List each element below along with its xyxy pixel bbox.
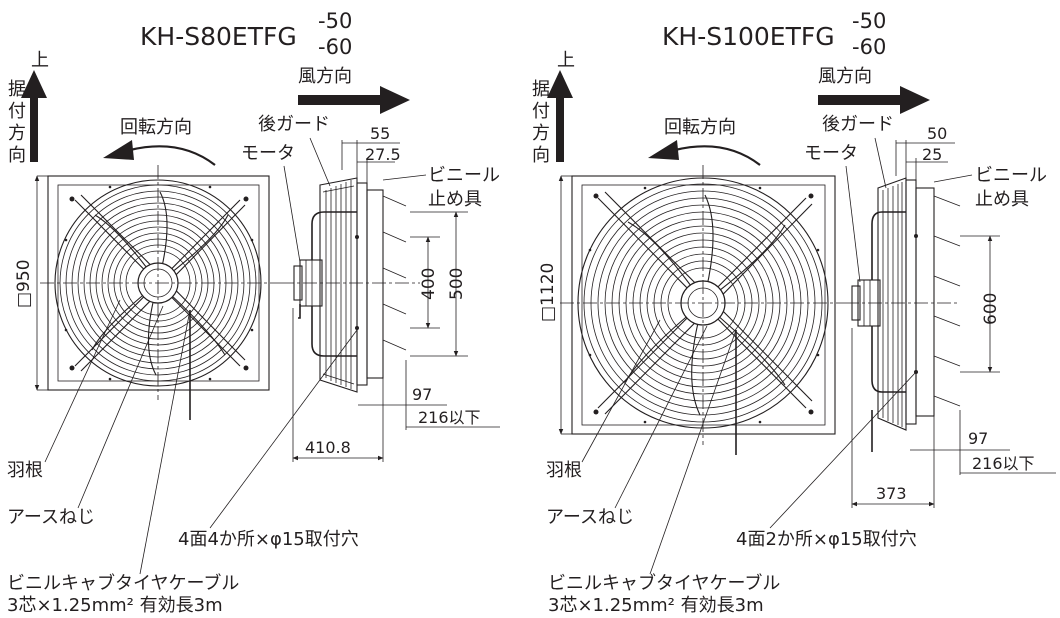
- left-wind-label: 風方向: [298, 66, 352, 87]
- left-rotation-label: 回転方向: [120, 117, 192, 138]
- right-rotation-arrow: [674, 145, 761, 166]
- left-motor-label: モータ: [241, 143, 295, 164]
- left-dim-950: □950: [14, 259, 34, 308]
- right-wind-label: 風方向: [818, 66, 872, 87]
- right-dim-97: 97: [968, 429, 988, 448]
- right-dim-25: 25: [922, 145, 942, 164]
- left-earth-screw-label: アースねじ: [7, 507, 95, 528]
- left-mount-dir-3: 方: [8, 123, 26, 144]
- right-panel-bolts: [588, 186, 820, 424]
- right-wind-arrow: [818, 86, 930, 114]
- left-dim-400: 400: [419, 268, 439, 300]
- left-rear-guard-label: 後ガード: [258, 114, 330, 135]
- left-panel-bolts: [64, 185, 254, 381]
- right-vinyl-clip-1: ビニール: [975, 165, 1047, 186]
- right-blade-label: 羽根: [546, 460, 582, 481]
- right-motor-label: モータ: [804, 143, 858, 164]
- right-drawing: KH-S100ETFG -50 -60 上 据 付 方 向 風方向 回転方向: [532, 9, 1056, 616]
- right-mount-dir-3: 方: [532, 123, 550, 144]
- left-mount-dir-1: 据: [8, 79, 26, 100]
- left-variant-top: -50: [318, 9, 352, 33]
- right-mount-holes-label: 4面2か所×φ15取付穴: [736, 529, 917, 550]
- right-rotation-label: 回転方向: [664, 117, 736, 138]
- right-up-label: 上: [557, 50, 575, 71]
- left-blade-label: 羽根: [7, 460, 43, 481]
- left-mount-dir-2: 付: [8, 101, 26, 122]
- right-dim-50: 50: [927, 124, 947, 143]
- left-rotation-arrow: [129, 145, 216, 166]
- right-dim-373: 373: [876, 484, 907, 503]
- right-mount-dir-2: 付: [532, 101, 550, 122]
- left-cable-label-1: ビニルキャブタイヤケーブル: [7, 572, 239, 594]
- left-mount-holes-label: 4面4か所×φ15取付穴: [178, 529, 359, 550]
- right-side-view: [845, 177, 961, 452]
- right-dim-600: 600: [981, 293, 1001, 325]
- left-dim-97: 97: [412, 385, 432, 404]
- left-variant-bottom: -60: [318, 35, 352, 59]
- right-vinyl-clip-2: 止め具: [975, 189, 1029, 210]
- left-dim-55: 55: [370, 124, 390, 143]
- right-dim-216: 216以下: [972, 454, 1035, 473]
- right-mount-dir-4: 向: [532, 145, 550, 166]
- left-model-title: KH-S80ETFG: [140, 22, 297, 51]
- right-dim-1120: □1120: [538, 263, 558, 322]
- left-vinyl-clip-2: 止め具: [428, 189, 482, 210]
- right-cable-label-1: ビニルキャブタイヤケーブル: [548, 572, 780, 594]
- right-earth-screw-label: アースねじ: [546, 507, 634, 528]
- right-front-panel: [571, 175, 836, 435]
- left-side-view: [280, 177, 420, 393]
- left-up-label: 上: [31, 50, 49, 71]
- right-model-title: KH-S100ETFG: [662, 22, 835, 51]
- left-dim-410-8: 410.8: [305, 438, 351, 457]
- right-mount-dir-1: 据: [532, 79, 550, 100]
- left-wind-arrow: [298, 86, 410, 114]
- left-drawing: KH-S80ETFG -50 -60 上 据 付 方 向 風方向 回転方向: [7, 9, 500, 616]
- left-up-arrow: [21, 70, 47, 162]
- left-dim-216: 216以下: [418, 408, 481, 427]
- left-dim-500: 500: [447, 268, 467, 300]
- left-vinyl-clip-1: ビニール: [428, 165, 500, 186]
- left-mount-dir-4: 向: [8, 145, 26, 166]
- right-up-arrow: [547, 70, 573, 162]
- right-variant-top: -50: [852, 9, 886, 33]
- right-rear-guard-label: 後ガード: [822, 114, 894, 135]
- left-cable-label-2: 3芯×1.25mm² 有効長3m: [7, 595, 223, 614]
- left-dim-27-5: 27.5: [365, 145, 401, 164]
- right-cable-label-2: 3芯×1.25mm² 有効長3m: [548, 595, 764, 614]
- right-variant-bottom: -60: [852, 35, 886, 59]
